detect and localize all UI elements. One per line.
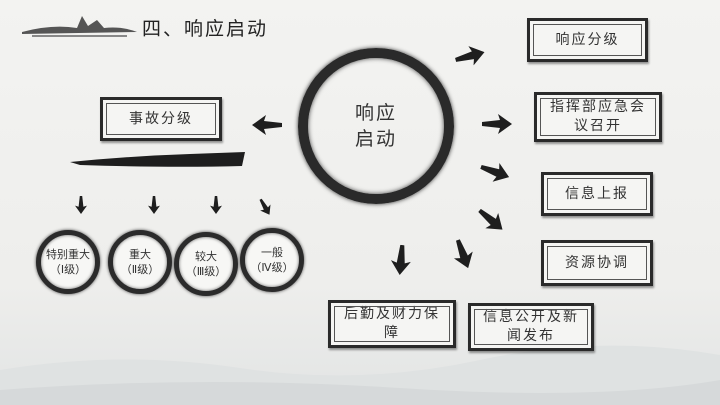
center-label-line1: 响应 xyxy=(354,102,397,124)
level-grade: （Ⅰ级） xyxy=(49,263,87,276)
level-name: 重大 xyxy=(129,248,151,261)
arrow-icon xyxy=(482,114,512,134)
arrow-icon xyxy=(448,236,478,272)
center-label-line2: 启动 xyxy=(354,128,397,150)
box-info-report: 信息上报 xyxy=(541,172,653,216)
box-info-disclosure: 信息公开及新闻发布 xyxy=(468,303,594,351)
box-resource-coordination: 资源协调 xyxy=(541,240,653,286)
mountain-background xyxy=(0,345,720,405)
level-grade: （Ⅲ级） xyxy=(185,265,227,278)
arrow-icon xyxy=(210,196,222,214)
level-circle-2: 重大 （Ⅱ级） xyxy=(108,230,172,294)
ink-landscape-logo xyxy=(22,16,137,37)
level-circle-1: 特别重大 （Ⅰ级） xyxy=(36,230,100,294)
level-name: 特别重大 xyxy=(46,248,90,261)
level-name: 较大 xyxy=(195,250,217,263)
arrow-icon xyxy=(389,244,413,276)
arrow-icon xyxy=(477,157,513,187)
page-title: 四、响应启动 xyxy=(142,18,269,40)
level-circle-4: 一般 （Ⅳ级） xyxy=(240,228,304,292)
box-incident-classification: 事故分级 xyxy=(100,97,222,141)
arrow-icon xyxy=(148,196,160,214)
box-command-meeting: 指挥部应急会议召开 xyxy=(534,92,662,142)
level-grade: （Ⅳ级） xyxy=(250,261,294,274)
arrow-icon xyxy=(75,196,87,214)
box-logistics-finance: 后勤及财力保障 xyxy=(328,300,456,348)
box-response-grading: 响应分级 xyxy=(527,18,648,62)
center-ink-circle: 响应 启动 xyxy=(298,48,454,204)
arrow-icon xyxy=(252,115,282,135)
arrow-icon xyxy=(452,42,488,70)
ink-brush-stroke xyxy=(70,152,245,167)
level-circle-3: 较大 （Ⅲ级） xyxy=(174,232,238,296)
arrow-icon xyxy=(255,196,275,218)
arrow-icon xyxy=(473,202,509,238)
level-name: 一般 xyxy=(261,246,283,259)
level-grade: （Ⅱ级） xyxy=(120,263,160,276)
